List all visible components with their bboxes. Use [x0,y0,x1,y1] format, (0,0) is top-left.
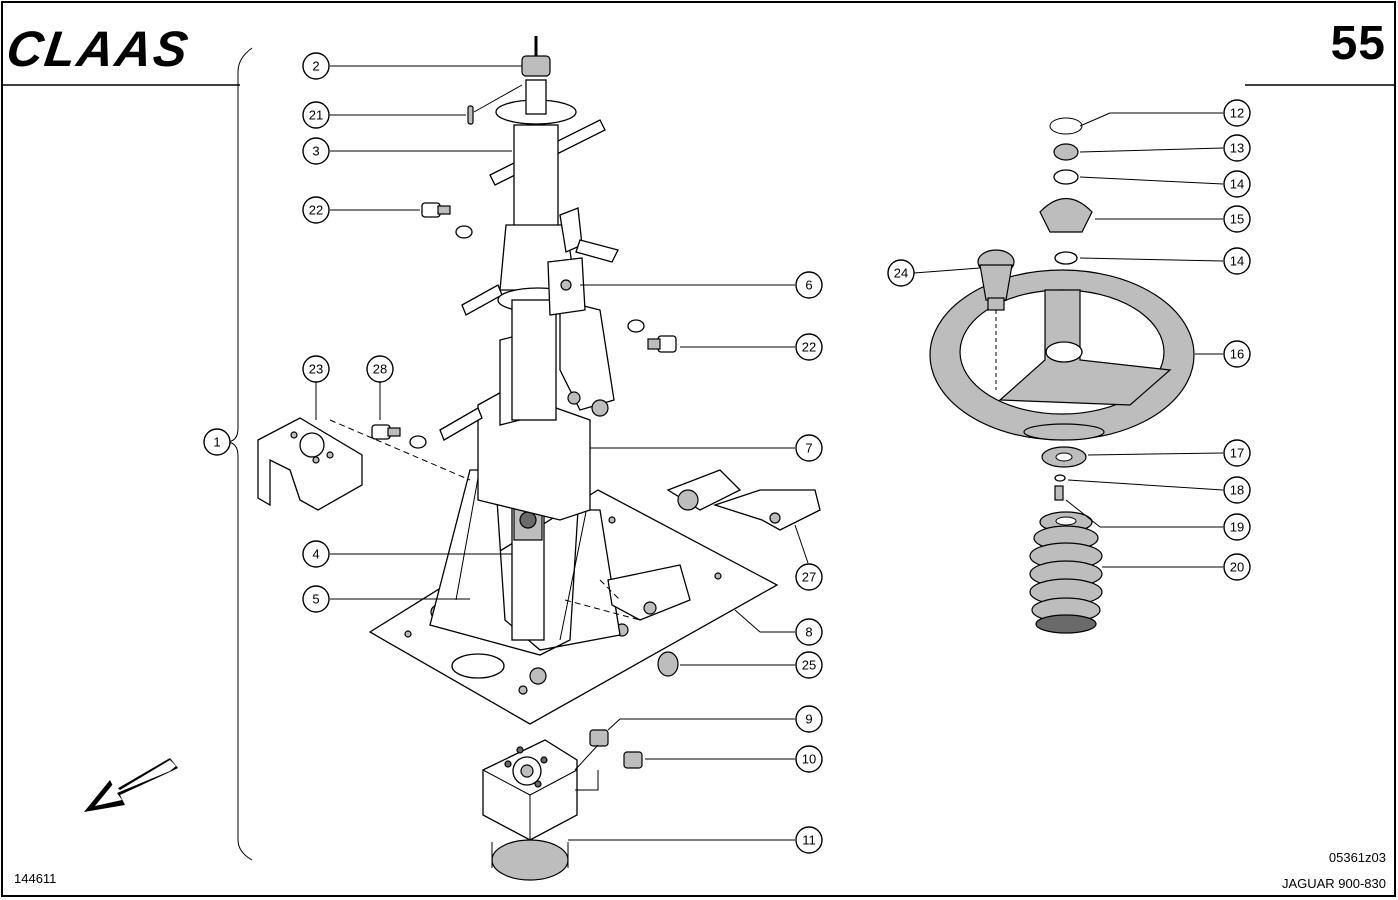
svg-text:22: 22 [802,340,816,355]
callout-19: 19 [1223,513,1251,541]
callout-22-upper: 22 [302,196,330,224]
svg-text:21: 21 [309,108,323,123]
orientation-arrow-icon [84,758,178,812]
svg-text:5: 5 [312,592,319,607]
svg-text:27: 27 [802,570,816,585]
callout-14-lower: 14 [1223,247,1251,275]
svg-text:2: 2 [312,59,319,74]
svg-text:13: 13 [1230,141,1244,156]
document-id: 144611 [14,871,57,886]
leader-lines [315,65,1224,841]
svg-text:16: 16 [1230,347,1244,362]
svg-text:10: 10 [802,752,816,767]
svg-text:23: 23 [309,362,323,377]
svg-text:12: 12 [1230,106,1244,121]
svg-text:3: 3 [312,144,319,159]
page-number: 55 [1330,17,1386,70]
callout-1: 1 [203,428,231,456]
steering-wheel-assembly [929,117,1195,634]
svg-text:15: 15 [1230,212,1244,227]
callout-4: 4 [302,540,330,568]
svg-text:CLAAS: CLAAS [3,21,193,77]
svg-text:19: 19 [1230,520,1244,535]
drawing-code: 05361z03 [1328,850,1386,865]
svg-text:9: 9 [805,712,812,727]
assembly-bracket [225,47,253,861]
steering-column-assembly [257,36,821,881]
svg-text:18: 18 [1230,483,1244,498]
svg-text:28: 28 [373,362,387,377]
svg-text:22: 22 [309,203,323,218]
callout-14-upper: 14 [1223,170,1251,198]
callout-5: 5 [302,585,330,613]
callout-16: 16 [1223,340,1251,368]
svg-text:4: 4 [312,547,319,562]
callout-12: 12 [1223,99,1251,127]
callout-3: 3 [302,137,330,165]
callout-8: 8 [795,618,823,646]
svg-text:14: 14 [1230,254,1244,269]
callout-9: 9 [795,705,823,733]
callout-23: 23 [302,355,330,383]
callout-28: 28 [366,355,394,383]
callout-18: 18 [1223,476,1251,504]
svg-text:25: 25 [802,658,816,673]
callout-6: 6 [795,271,823,299]
claas-logo: CLAAS [3,21,193,77]
svg-text:24: 24 [894,266,908,281]
callout-17: 17 [1223,439,1251,467]
callout-11: 11 [795,826,823,854]
svg-text:6: 6 [805,278,812,293]
callout-13: 13 [1223,134,1251,162]
callout-20: 20 [1223,553,1251,581]
callout-2: 2 [302,52,330,80]
callout-21: 21 [302,101,330,129]
svg-text:8: 8 [805,625,812,640]
callout-27: 27 [795,563,823,591]
svg-text:20: 20 [1230,560,1244,575]
callout-15: 15 [1223,205,1251,233]
callout-22-lower: 22 [795,333,823,361]
callout-10: 10 [795,745,823,773]
svg-text:1: 1 [213,435,220,450]
model-name: JAGUAR 900-830 [1281,876,1386,891]
svg-text:11: 11 [802,833,816,848]
callout-25: 25 [795,651,823,679]
svg-text:17: 17 [1230,446,1244,461]
callout-24: 24 [887,259,915,287]
svg-text:14: 14 [1230,177,1244,192]
callout-7: 7 [795,434,823,462]
svg-text:7: 7 [805,441,812,456]
